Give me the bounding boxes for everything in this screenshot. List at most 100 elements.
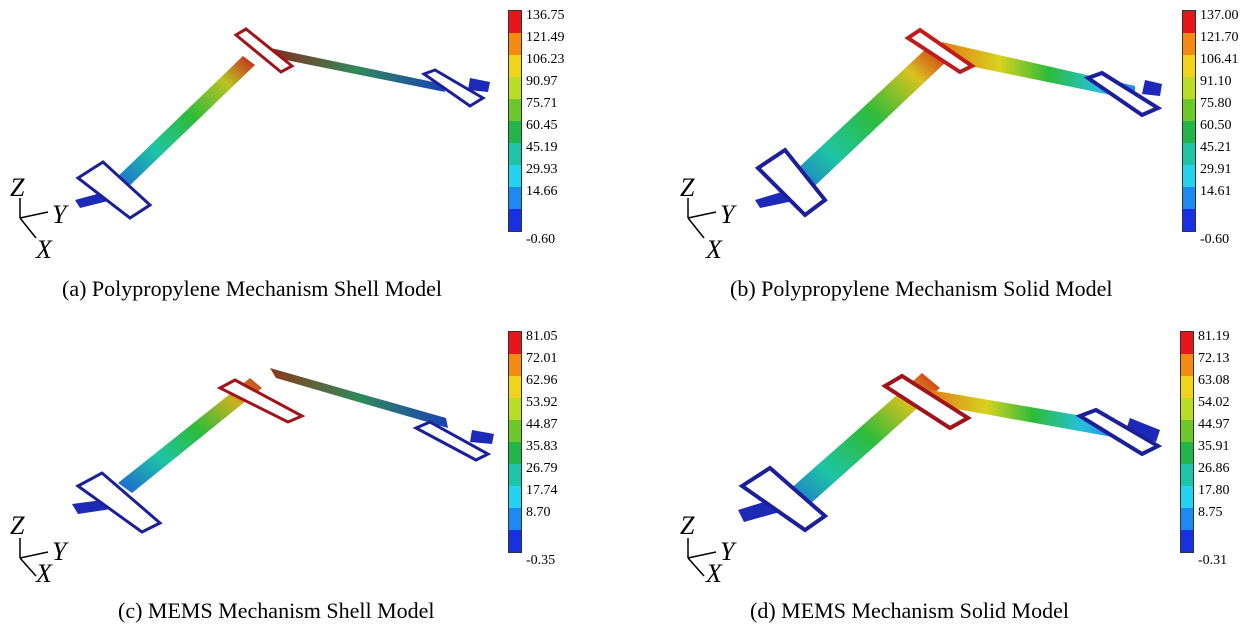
beam-right: [942, 42, 1135, 100]
beam-right: [930, 390, 1118, 438]
legend-swatch: [1181, 376, 1193, 398]
legend-value: 136.75: [526, 8, 565, 23]
legend-value: 75.71: [526, 96, 558, 111]
legend-swatch: [1181, 332, 1193, 354]
figure-b: Z Y X 137.00 121.70 106.41 91.10 75.80 6…: [630, 0, 1250, 310]
anchor-right-plate: [470, 430, 494, 444]
figure-a: Z Y X 136.75 121.49 106.23 90.97 75.71 6…: [0, 0, 620, 310]
legend-value: 81.05: [526, 329, 558, 344]
legend-swatch: [1181, 442, 1193, 464]
caption-a: (a) Polypropylene Mechanism Shell Model: [62, 276, 443, 301]
legend-value: 90.97: [526, 74, 558, 89]
legend-swatch: [509, 354, 521, 376]
legend-value: 26.79: [526, 461, 558, 476]
legend-swatch: [509, 420, 521, 442]
pad-left: [75, 471, 163, 534]
figure-d: Z Y X 81.19 72.13 63.08 54.02 44.97 35.9…: [630, 318, 1250, 628]
legend-swatch: [1183, 99, 1195, 121]
legend-swatch: [509, 165, 521, 187]
axis-z-label: Z: [10, 511, 25, 540]
legend-value: 91.10: [1200, 74, 1232, 89]
color-legend-a: [508, 10, 522, 232]
pad-left: [738, 465, 829, 533]
legend-swatch: [509, 121, 521, 143]
legend-swatch: [509, 187, 521, 209]
axis-y-label: Y: [720, 537, 737, 566]
legend-value: 62.96: [526, 373, 558, 388]
mechanism-plot-c: Z Y X: [10, 368, 494, 588]
legend-value: 121.49: [526, 30, 565, 45]
legend-swatch: [509, 99, 521, 121]
legend-swatch: [509, 376, 521, 398]
legend-value: 60.50: [1200, 118, 1232, 133]
coordinate-triad: Z Y X: [10, 511, 69, 588]
beam-right: [270, 368, 448, 428]
legend-value: 8.75: [1198, 505, 1223, 520]
pad-center: [881, 373, 972, 431]
coordinate-triad: Z Y X: [680, 173, 737, 264]
axis-z-label: Z: [680, 511, 695, 540]
legend-value: 121.70: [1200, 30, 1239, 45]
axis-y-label: Y: [52, 200, 69, 229]
legend-swatch: [509, 77, 521, 99]
legend-swatch: [1183, 143, 1195, 165]
legend-value: 81.19: [1198, 329, 1230, 344]
legend-swatch: [1181, 486, 1193, 508]
pad-center: [904, 27, 976, 75]
caption-b: (b) Polypropylene Mechanism Solid Model: [730, 276, 1113, 301]
legend-swatch: [1183, 55, 1195, 77]
legend-value: -0.35: [526, 553, 556, 568]
legend-swatch: [1181, 464, 1193, 486]
legend-swatch: [509, 11, 521, 33]
pad-right: [1083, 70, 1163, 118]
color-legend-d: [1180, 331, 1194, 553]
legend-swatch: [1183, 33, 1195, 55]
axis-y-label: Y: [52, 537, 69, 566]
legend-value: 106.23: [526, 52, 565, 67]
legend-value: -0.60: [526, 232, 556, 247]
legend-value: 17.74: [526, 483, 558, 498]
legend-value: 63.08: [1198, 373, 1230, 388]
legend-swatch: [1181, 530, 1193, 552]
pad-center: [233, 27, 295, 74]
legend-swatch: [509, 55, 521, 77]
legend-value: 44.87: [526, 417, 558, 432]
pad-right: [1075, 407, 1163, 457]
mechanism-plot-a: Z Y X: [10, 27, 490, 264]
axis-z-label: Z: [680, 173, 695, 202]
legend-swatch: [1181, 398, 1193, 420]
caption-d: (d) MEMS Mechanism Solid Model: [750, 598, 1069, 623]
anchor-right-plate: [1126, 418, 1160, 442]
pad-right: [420, 68, 486, 108]
axis-x-label: X: [35, 559, 53, 588]
legend-swatch: [509, 209, 521, 231]
axis-z-label: Z: [10, 173, 25, 202]
legend-value: 35.83: [526, 439, 558, 454]
legend-value: 44.97: [1198, 417, 1230, 432]
color-legend-b: [1182, 10, 1196, 232]
legend-swatch: [1183, 187, 1195, 209]
legend-value: 72.13: [1198, 351, 1230, 366]
legend-swatch: [1183, 209, 1195, 231]
legend-swatch: [1181, 420, 1193, 442]
legend-value: 29.93: [526, 162, 558, 177]
legend-swatch: [1183, 121, 1195, 143]
legend-swatch: [509, 442, 521, 464]
legend-swatch: [509, 464, 521, 486]
legend-value: 26.86: [1198, 461, 1230, 476]
legend-value: 14.66: [526, 184, 558, 199]
pad-center: [216, 378, 306, 424]
mechanism-plot-b: Z Y X: [680, 27, 1163, 264]
mechanism-plot-d: Z Y X: [680, 373, 1163, 588]
legend-value: -0.60: [1200, 232, 1230, 247]
legend-value: 45.21: [1200, 140, 1232, 155]
legend-value: 29.91: [1200, 162, 1232, 177]
axis-x-label: X: [35, 235, 53, 264]
beam-right: [270, 48, 445, 92]
anchor-right-plate: [1142, 80, 1162, 96]
legend-value: 45.19: [526, 140, 558, 155]
legend-swatch: [1181, 354, 1193, 376]
legend-value: 14.61: [1200, 184, 1232, 199]
legend-value: 75.80: [1200, 96, 1232, 111]
legend-value: 35.91: [1198, 439, 1230, 454]
